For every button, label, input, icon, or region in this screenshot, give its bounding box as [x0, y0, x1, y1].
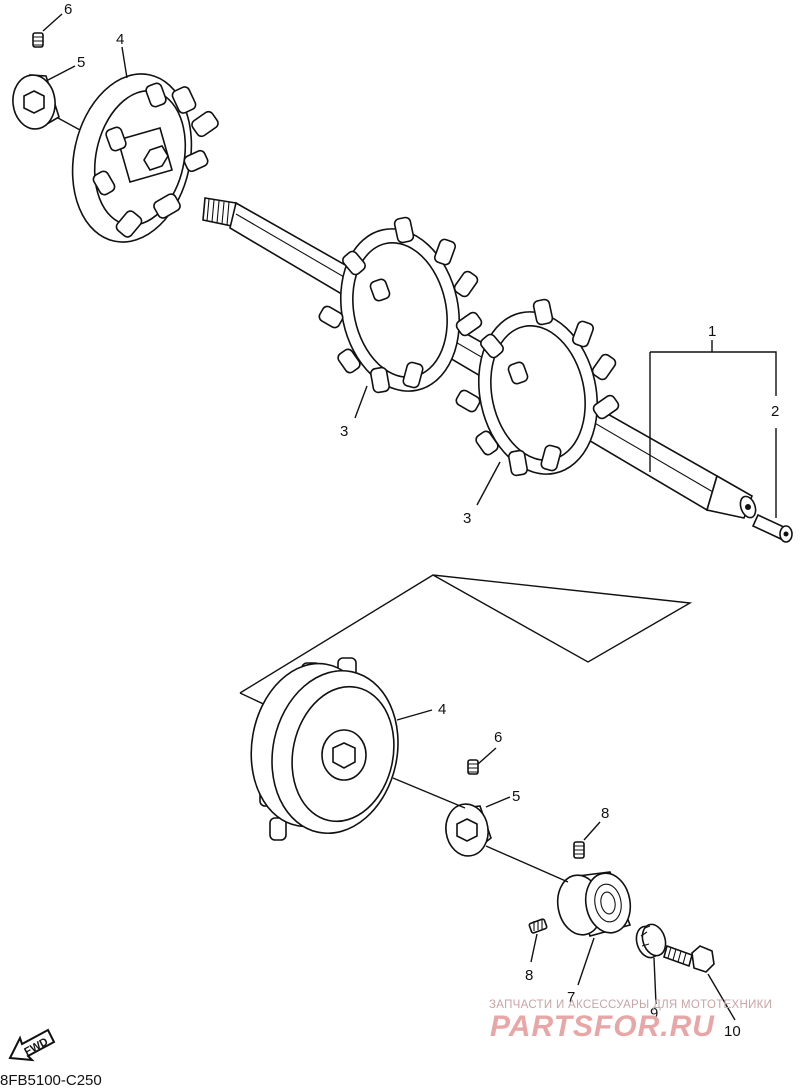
callout-6-upper: 6	[64, 1, 72, 18]
nut	[635, 923, 667, 959]
callout-3-left: 3	[340, 423, 348, 440]
callout-3-right: 3	[463, 510, 471, 527]
sprocket-wheel-lower	[455, 298, 620, 477]
callout-7: 7	[567, 989, 575, 1006]
callout-5-lower: 5	[512, 788, 520, 805]
bearing	[556, 871, 632, 937]
set-screw-bearing-top	[573, 841, 585, 859]
callout-10: 10	[724, 1023, 741, 1040]
collar-upper	[12, 74, 60, 130]
outer-sprocket-upper	[71, 73, 219, 243]
sprocket-wheel-upper	[318, 216, 483, 394]
collar-lower	[445, 803, 492, 857]
bolt	[663, 944, 715, 973]
retaining-pin	[751, 513, 793, 543]
watermark-logo: PARTSFOR.RU	[490, 1010, 715, 1043]
set-screw-lower	[467, 759, 479, 775]
callout-4-upper: 4	[116, 31, 124, 48]
outer-sprocket-lower	[250, 657, 399, 841]
fwd-label: FWD	[22, 1036, 50, 1058]
set-screw-bearing-side	[528, 918, 548, 934]
callout-8-upper: 8	[601, 805, 609, 822]
set-screw-upper	[32, 32, 44, 48]
callout-6-lower: 6	[494, 729, 502, 746]
callout-9: 9	[650, 1005, 658, 1022]
leader-lines-lower	[392, 709, 736, 1021]
drawing-code: 8FB5100-C250	[0, 1072, 102, 1089]
leader-lines-upper	[42, 13, 777, 518]
callout-2: 2	[771, 403, 779, 420]
watermark-caption: ЗАПЧАСТИ И АКСЕССУАРЫ ДЛЯ МОТОТЕХНИКИ	[489, 999, 773, 1011]
callout-5-upper: 5	[77, 54, 85, 71]
callout-1: 1	[708, 323, 716, 340]
callout-4-lower: 4	[438, 701, 446, 718]
fwd-arrow-icon: FWD	[8, 1028, 56, 1062]
callout-8-lower: 8	[525, 967, 533, 984]
